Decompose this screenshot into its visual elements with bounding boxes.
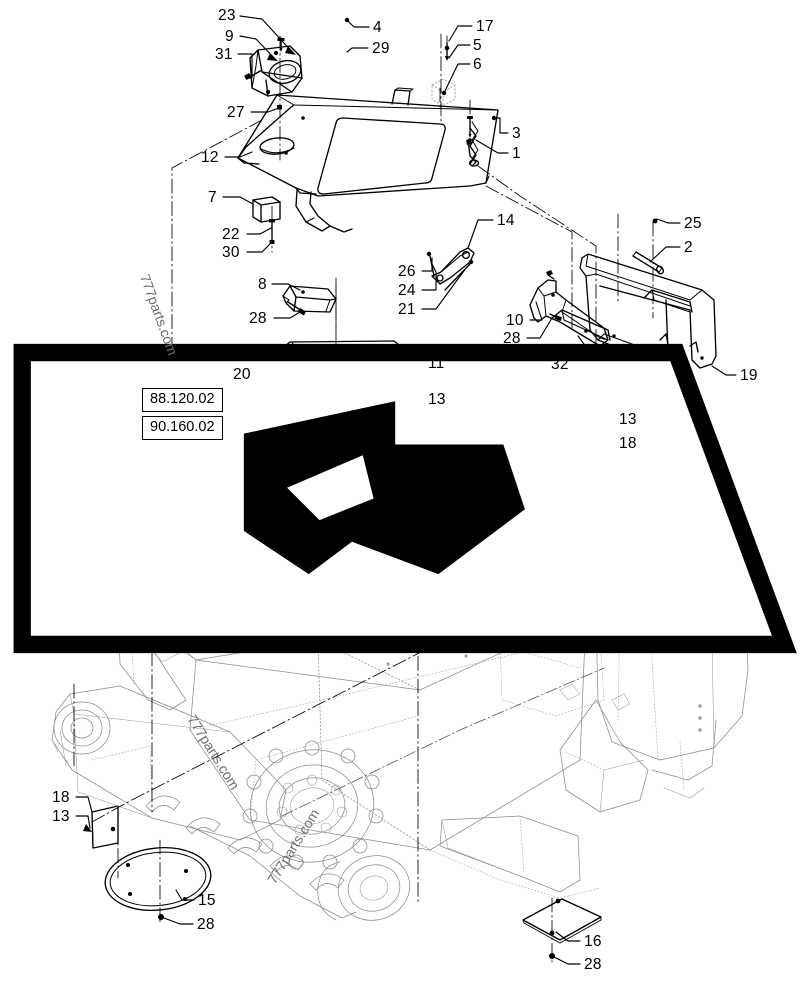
part-1-3-hinge <box>466 116 480 167</box>
callout-23: 23 <box>218 7 236 24</box>
callout-3: 3 <box>512 125 521 142</box>
callout-1: 1 <box>512 145 521 162</box>
callout-28-b: 28 <box>503 330 521 347</box>
part-25-screw <box>652 218 658 224</box>
callout-21: 21 <box>398 301 416 318</box>
hood-rear-edge <box>469 121 479 165</box>
callout-10: 10 <box>506 312 524 329</box>
arrow-block-icon <box>243 401 525 575</box>
part-8-bracket <box>282 285 337 313</box>
idler-wheel <box>317 855 411 921</box>
orientation-badge-top-left <box>6 6 797 654</box>
callout-7: 7 <box>208 189 217 206</box>
callout-13-a: 13 <box>428 391 446 408</box>
part-10-bracket <box>529 270 609 347</box>
callout-18-a: 18 <box>52 789 70 806</box>
reference-box-label: 88.120.02 <box>150 391 215 407</box>
callout-2: 2 <box>684 239 693 256</box>
callout-8: 8 <box>258 276 267 293</box>
callout-22: 22 <box>222 226 240 243</box>
callout-5: 5 <box>473 37 482 54</box>
callout-27: 27 <box>227 104 245 121</box>
callout-32: 32 <box>551 356 569 373</box>
callout-18-b: 18 <box>619 435 637 452</box>
callout-15: 15 <box>198 892 216 909</box>
callout-14: 14 <box>497 212 515 229</box>
callout-12: 12 <box>201 149 219 166</box>
callout-31: 31 <box>215 46 233 63</box>
callout-28-c: 28 <box>197 916 215 933</box>
callout-20: 20 <box>233 366 251 383</box>
part-14-link <box>431 247 475 285</box>
callout-28-a: 28 <box>249 310 267 327</box>
reference-box-88-120-02[interactable]: 88.120.02 <box>142 388 223 412</box>
callout-26: 26 <box>398 263 416 280</box>
callout-29: 29 <box>372 40 390 57</box>
part-18-plate-left <box>91 805 119 849</box>
part-16-cover-plate <box>522 898 602 944</box>
reference-box-90-160-02[interactable]: 90.160.02 <box>142 416 223 440</box>
callout-25: 25 <box>684 215 702 232</box>
part-28-fastener-c <box>158 914 164 920</box>
callout-16: 16 <box>584 933 602 950</box>
reference-box-label: 90.160.02 <box>150 419 215 435</box>
callout-6: 6 <box>473 56 482 73</box>
callout-13-b: 13 <box>619 411 637 428</box>
part-9-bracket <box>249 45 303 97</box>
part-28-fastener-a <box>287 301 306 316</box>
callout-30: 30 <box>222 244 240 261</box>
callout-28-d: 28 <box>584 956 602 973</box>
callout-13-c: 13 <box>52 808 70 825</box>
callout-9: 9 <box>225 28 234 45</box>
callout-24: 24 <box>398 282 416 299</box>
part-2-pin <box>632 251 664 275</box>
hood-support-stay <box>295 189 353 233</box>
callout-11: 11 <box>428 355 445 372</box>
drive-sprocket <box>242 740 384 870</box>
part-7-box <box>252 196 281 223</box>
callout-17: 17 <box>476 18 494 35</box>
callout-4: 4 <box>373 19 382 36</box>
callout-19: 19 <box>740 367 758 384</box>
orientation-badge-bottom-right <box>718 912 784 974</box>
part-15-access-cover <box>104 847 212 911</box>
